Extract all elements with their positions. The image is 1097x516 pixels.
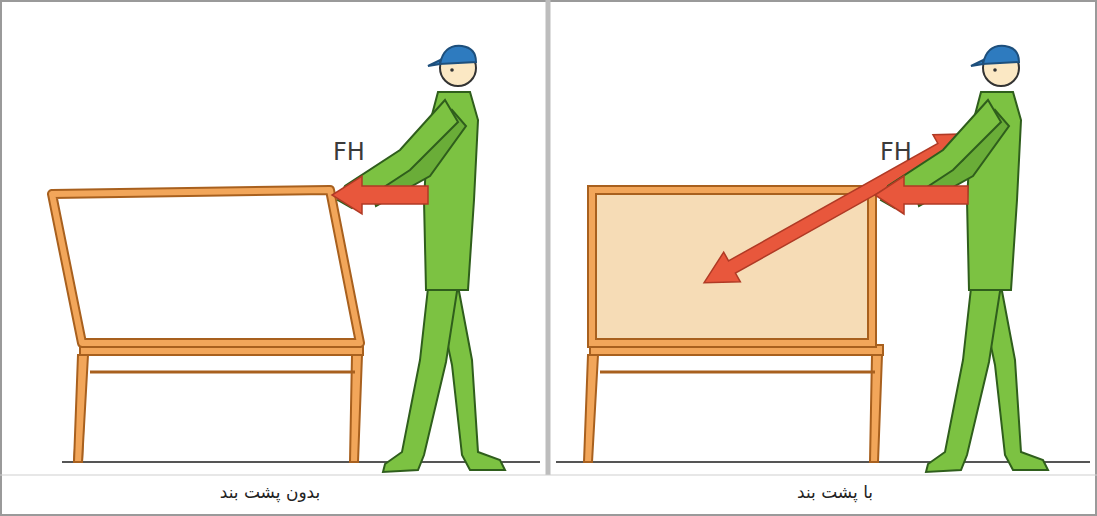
- force-label: FH: [333, 138, 365, 166]
- panel-caption: با پشت بند: [797, 482, 873, 502]
- force-arrow: [332, 176, 428, 214]
- force-label: FH: [880, 138, 912, 166]
- panel-caption: بدون پشت بند: [220, 482, 321, 502]
- diagonal-force-arrow: [696, 119, 978, 297]
- racked-frame: [52, 190, 360, 343]
- force-arrow: [875, 176, 968, 214]
- table: [584, 345, 883, 462]
- table: [74, 345, 363, 462]
